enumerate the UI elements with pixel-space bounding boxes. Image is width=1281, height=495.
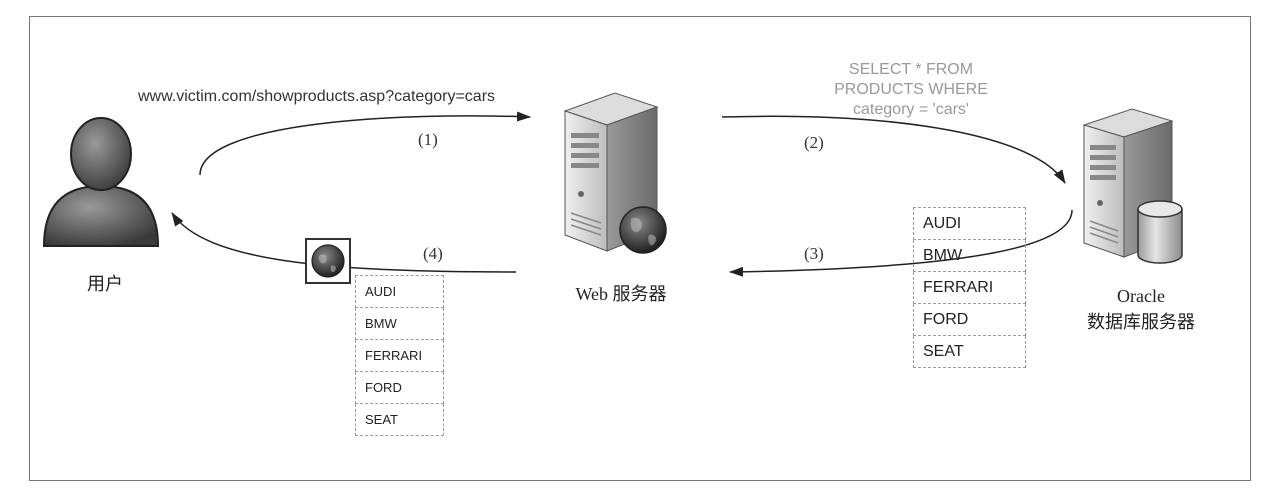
db-server-label-line-1: Oracle: [1117, 286, 1165, 306]
db-server-label: Oracle 数据库服务器: [1066, 283, 1216, 335]
table-cell: BMW: [913, 239, 1026, 272]
table-row: BMW: [355, 307, 444, 340]
table-cell: FERRARI: [913, 271, 1026, 304]
table-cell: SEAT: [355, 403, 444, 436]
web-server-label: Web 服务器: [575, 284, 667, 304]
arrow-4-response: [171, 212, 517, 273]
sql-line-2: PRODUCTS WHERE: [834, 81, 988, 98]
table-row: FERRARI: [913, 271, 1026, 304]
web-page-frame: [305, 238, 351, 284]
user-icon: [42, 117, 160, 247]
table-row: SEAT: [913, 335, 1026, 368]
table-cell: SEAT: [913, 335, 1026, 368]
table-row: FORD: [913, 303, 1026, 336]
table-row: FERRARI: [355, 339, 444, 372]
user-label: 用户: [87, 274, 123, 294]
table-row: FORD: [355, 371, 444, 404]
db-server-label-line-2: 数据库服务器: [1087, 312, 1195, 332]
sql-line-1: SELECT * FROM: [848, 61, 974, 78]
table-row: SEAT: [355, 403, 444, 436]
table-row: AUDI: [913, 207, 1026, 240]
step-3-label: (3): [804, 244, 824, 263]
table-cell: AUDI: [913, 207, 1026, 240]
arrow-2-query: [721, 115, 1066, 184]
database-server-icon: [1082, 108, 1183, 264]
table-row: AUDI: [355, 275, 444, 308]
sql-line-3: category = 'cars': [853, 101, 969, 118]
diagram-frame: [29, 16, 1251, 481]
globe-icon: [311, 244, 345, 278]
request-url: www.victim.com/showproducts.asp?category…: [138, 88, 496, 105]
table-cell: AUDI: [355, 275, 444, 308]
table-cell: FERRARI: [355, 339, 444, 372]
table-cell: FORD: [355, 371, 444, 404]
step-4-label: (4): [423, 244, 443, 263]
table-cell: FORD: [913, 303, 1026, 336]
sql-query: SELECT * FROM PRODUCTS WHERE category = …: [796, 60, 1026, 120]
step-2-label: (2): [804, 133, 824, 152]
table-cell: BMW: [355, 307, 444, 340]
web-page-results-table: AUDI BMW FERRARI FORD SEAT: [355, 275, 444, 436]
db-results-table: AUDI BMW FERRARI FORD SEAT: [913, 207, 1026, 368]
table-row: BMW: [913, 239, 1026, 272]
arrow-1-request: [199, 111, 531, 176]
web-server-icon: [563, 92, 667, 254]
step-1-label: (1): [418, 130, 438, 149]
